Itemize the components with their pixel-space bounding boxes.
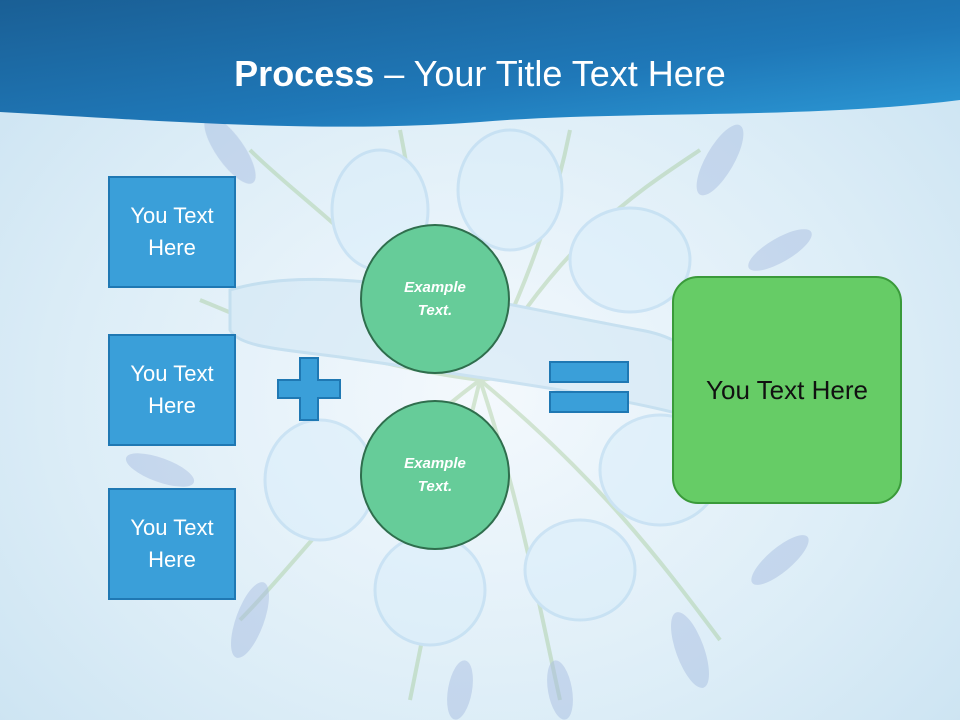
- circle-label: Example Text.: [404, 279, 466, 319]
- input-box-label: You Text Here: [130, 203, 214, 260]
- title-bold: Process: [234, 53, 375, 94]
- result-box: You Text Here: [672, 276, 902, 504]
- example-circle-1: Example Text.: [360, 224, 510, 374]
- slide-title: Process – Your Title Text Here: [0, 52, 960, 96]
- equals-icon: [549, 361, 629, 413]
- input-box-3: You Text Here: [108, 488, 236, 600]
- input-box-label: You Text Here: [130, 361, 214, 418]
- header-wave: [0, 0, 960, 127]
- plus-icon: [277, 357, 341, 421]
- example-circle-2: Example Text.: [360, 400, 510, 550]
- circle-label: Example Text.: [404, 455, 466, 495]
- input-box-2: You Text Here: [108, 334, 236, 446]
- result-label: You Text Here: [706, 374, 868, 405]
- input-box-label: You Text Here: [130, 515, 214, 572]
- input-box-1: You Text Here: [108, 176, 236, 288]
- title-rest: – Your Title Text Here: [374, 53, 726, 94]
